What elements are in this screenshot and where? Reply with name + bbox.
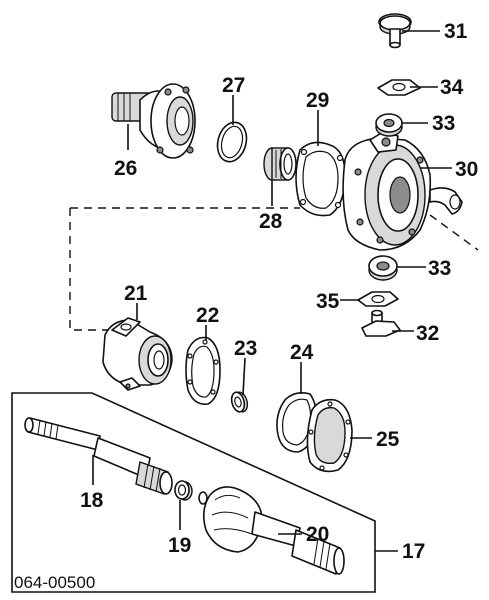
part-23-seal	[230, 391, 249, 413]
callout-18: 18	[80, 489, 104, 512]
part-33-bearing-lower	[368, 255, 398, 281]
callout-27: 27	[222, 74, 245, 97]
callout-35: 35	[316, 290, 340, 313]
callout-26: 26	[114, 157, 137, 180]
part-20-cv-joint	[202, 486, 345, 575]
part-32-plate	[361, 309, 401, 337]
callout-31: 31	[444, 20, 468, 43]
part-33-bearing-upper	[375, 113, 403, 137]
callout-21: 21	[124, 282, 148, 305]
callout-33-lower: 33	[428, 257, 451, 280]
part-29-gasket	[295, 141, 346, 217]
part-28-needle-bearing	[263, 147, 297, 181]
callout-34: 34	[440, 76, 464, 99]
part-34-small-gasket	[377, 79, 421, 96]
part-21-bearing-housing	[102, 317, 173, 391]
callout-24: 24	[290, 341, 314, 364]
part-18-inner-shaft	[24, 417, 173, 495]
callout-30: 30	[455, 158, 478, 181]
callout-17: 17	[402, 540, 425, 563]
callout-28: 28	[259, 210, 283, 233]
callout-20: 20	[306, 523, 329, 546]
callout-33-upper: 33	[432, 112, 455, 135]
part-19-ring	[174, 480, 208, 505]
part-22-gasket	[185, 336, 221, 406]
assembly-boundary-right	[429, 214, 479, 251]
callout-23: 23	[234, 337, 257, 360]
part-30-transfer-housing	[342, 131, 463, 251]
part-24-gasket-ring	[276, 392, 318, 453]
callout-32: 32	[416, 322, 439, 345]
callout-25: 25	[376, 428, 400, 451]
part-35-small-gasket	[357, 291, 399, 307]
callout-29: 29	[306, 89, 329, 112]
part-26-hub-flange	[111, 83, 196, 159]
part-25-cover	[306, 398, 353, 473]
figure-id: 064-00500	[14, 573, 95, 592]
callout-22: 22	[196, 304, 219, 327]
shaft-assembly-frame	[11, 392, 376, 593]
callout-19: 19	[168, 534, 191, 557]
part-27-snap-ring	[216, 121, 248, 163]
leader-23	[242, 357, 246, 396]
assembly-boundary	[69, 208, 115, 331]
